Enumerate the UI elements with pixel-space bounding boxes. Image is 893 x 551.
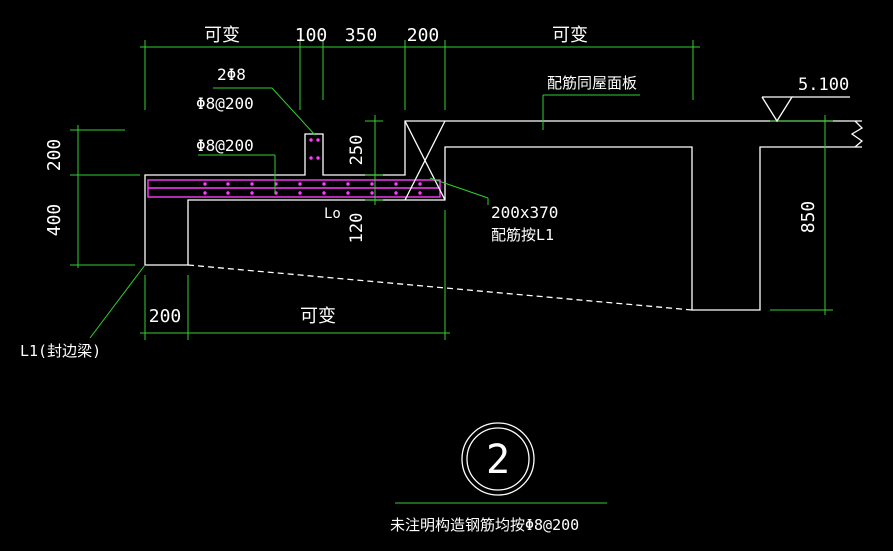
dim-bottom-variable: 可变 bbox=[300, 306, 336, 327]
dim-top-variable-right: 可变 bbox=[552, 25, 588, 46]
section-number: 2 bbox=[486, 437, 510, 483]
label-edge-beam: L1(封边梁) bbox=[20, 342, 101, 360]
label-phi8-200-slab: Φ8@200 bbox=[196, 136, 254, 155]
dim-mid-250: 250 bbox=[347, 135, 367, 166]
dim-mid-120: 120 bbox=[347, 213, 367, 244]
beam-cross bbox=[404, 120, 446, 201]
reinforcement bbox=[147, 138, 441, 198]
level-value: 5.100 bbox=[798, 75, 849, 95]
label-roof-rebar: 配筋同屋面板 bbox=[547, 74, 637, 92]
dim-top-350: 350 bbox=[345, 25, 378, 46]
general-note: 未注明构造钢筋均按Φ8@200 bbox=[390, 516, 579, 534]
label-beam-size: 200x370 bbox=[491, 203, 558, 222]
dim-left-400: 400 bbox=[44, 204, 65, 237]
concrete-outline bbox=[144, 120, 864, 311]
dim-left-200: 200 bbox=[44, 139, 65, 172]
dim-right-850: 850 bbox=[798, 201, 819, 234]
leader-lines bbox=[89, 87, 640, 504]
label-span-lo: Lo bbox=[324, 206, 341, 222]
dim-top-100: 100 bbox=[295, 25, 328, 46]
dim-top-200: 200 bbox=[407, 25, 440, 46]
section-mark: 2 bbox=[461, 422, 535, 496]
label-phi8-200-top: Φ8@200 bbox=[196, 94, 254, 113]
dimension-lines bbox=[70, 40, 850, 340]
dim-bottom-200: 200 bbox=[149, 306, 182, 327]
label-beam-rebar: 配筋按L1 bbox=[491, 226, 554, 244]
label-2phi8: 2Φ8 bbox=[217, 65, 246, 84]
dim-top-variable-left: 可变 bbox=[204, 25, 240, 46]
